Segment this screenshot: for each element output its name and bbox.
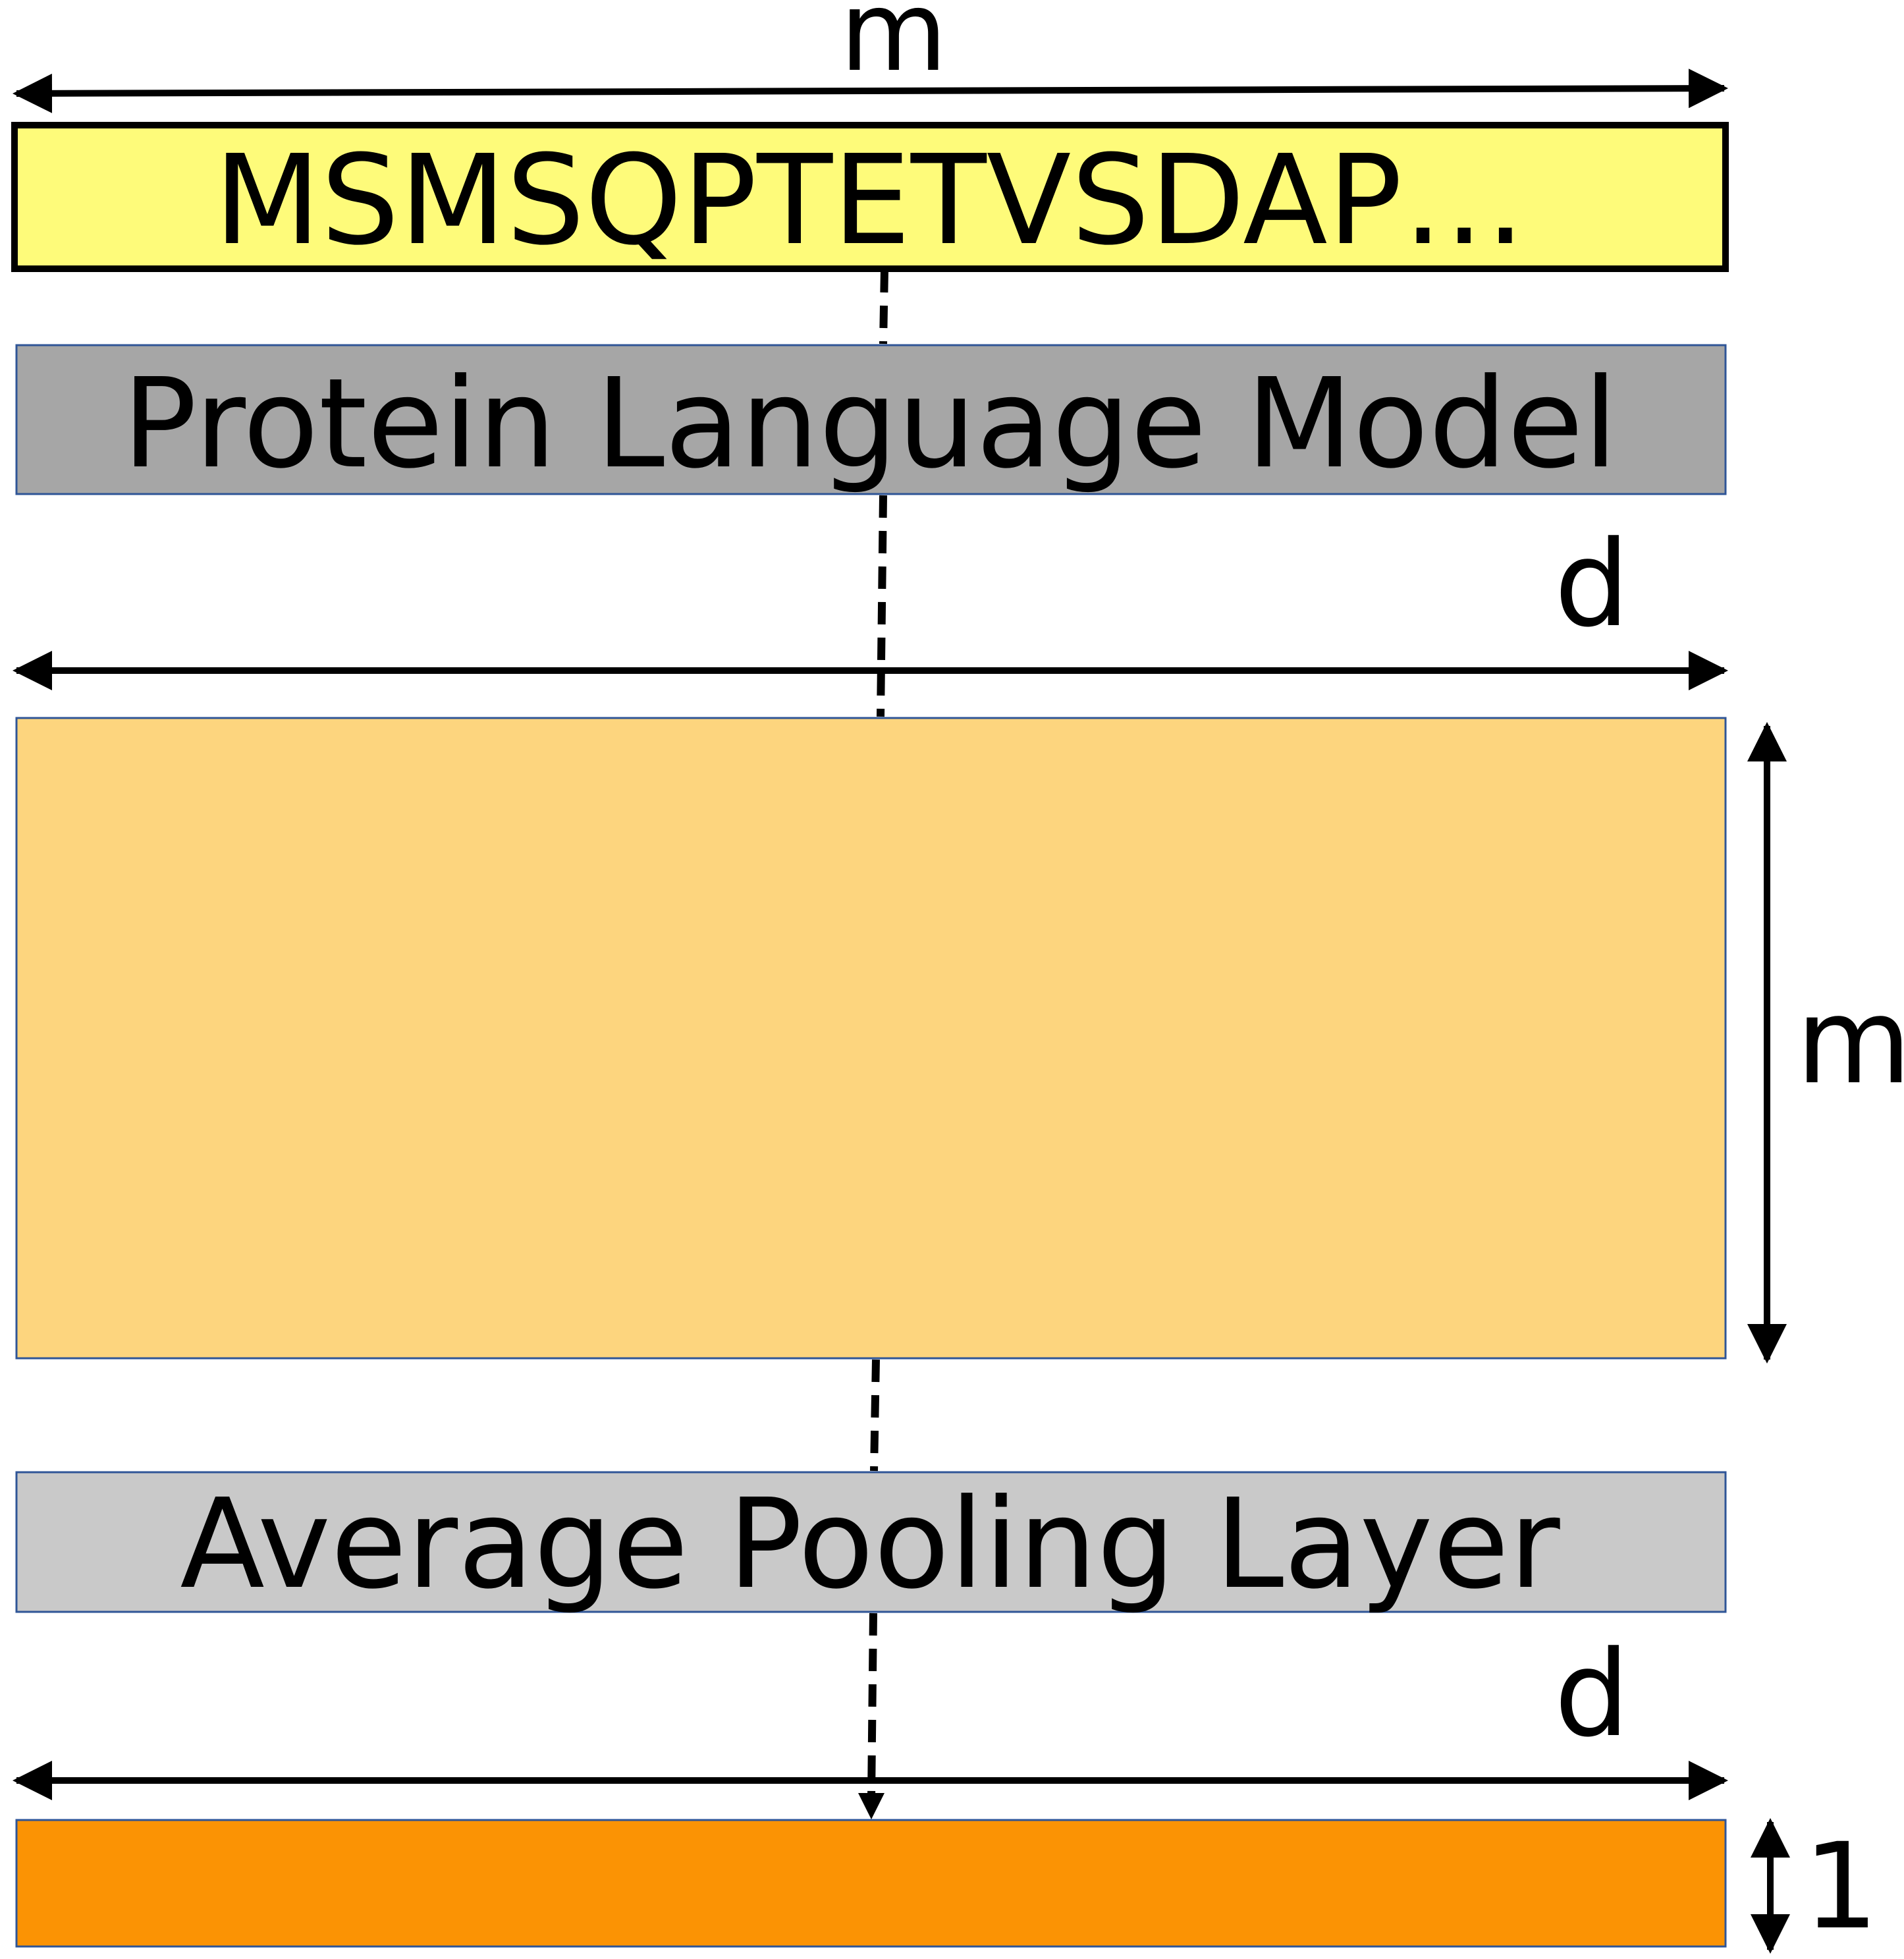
pooled-vector-box: [15, 1819, 1727, 1948]
pooled-width-label: d: [1554, 1626, 1630, 1763]
average-pooling-layer-box: [15, 1471, 1727, 1613]
input-width-label: m: [840, 0, 948, 96]
embedding-height-label: m: [1796, 973, 1904, 1111]
input-sequence-box: [11, 122, 1729, 272]
embedding-width-label: d: [1554, 516, 1630, 653]
average-pooling-layer-label: Average Pooling Layer: [180, 1472, 1560, 1616]
input-width-arrow: [13, 69, 1728, 113]
pooled-height-label: 1: [1803, 1818, 1879, 1956]
embedding-matrix-box: [15, 717, 1727, 1360]
protein-language-model-box: [15, 344, 1727, 495]
protein-language-model-label: Protein Language Model: [122, 352, 1618, 496]
input-sequence-text: MSMSQPTETVSDAP…: [213, 128, 1527, 273]
flow-arrowhead-icon: [858, 1793, 884, 1819]
